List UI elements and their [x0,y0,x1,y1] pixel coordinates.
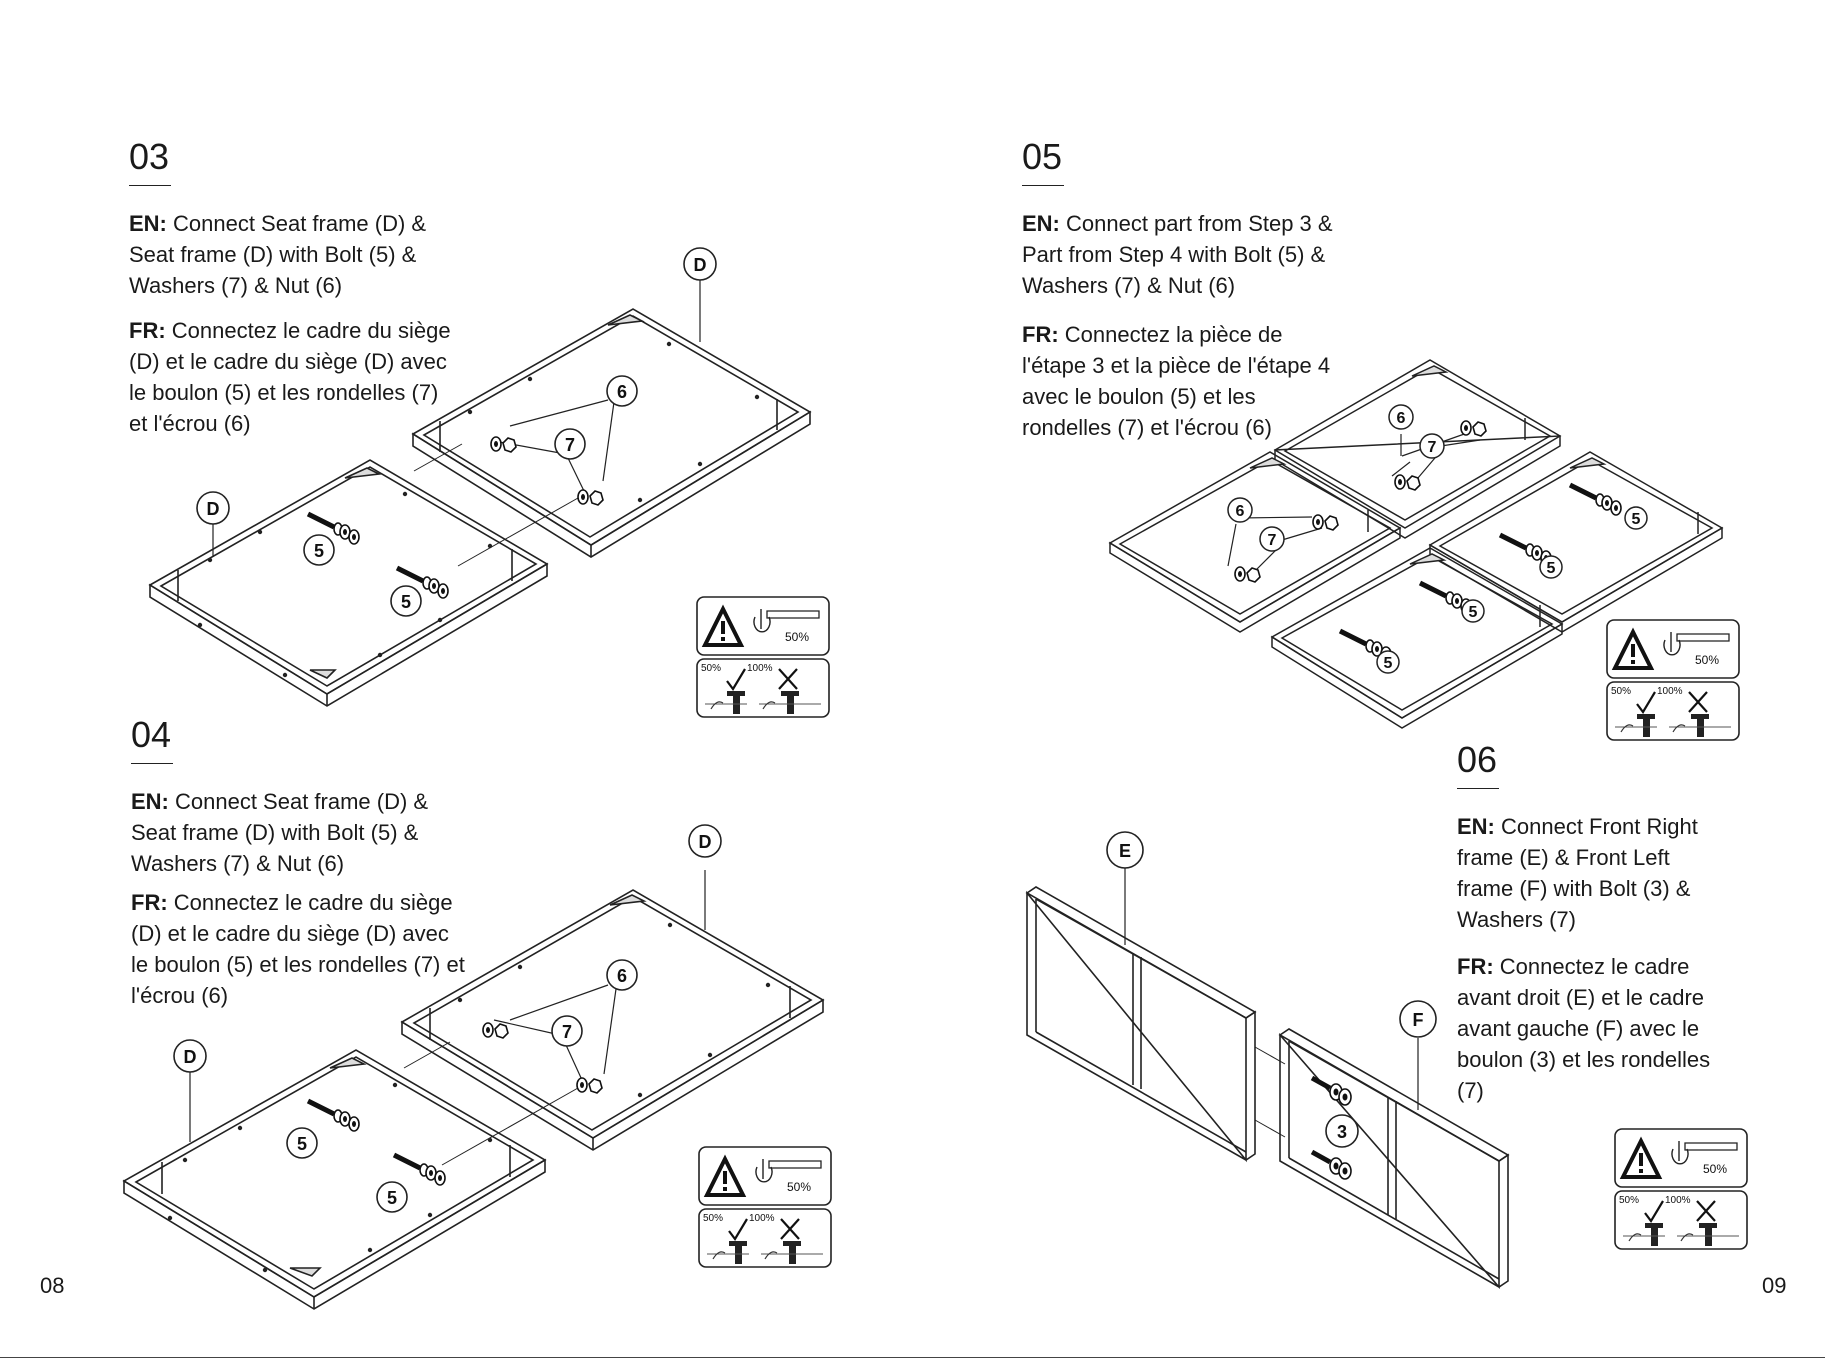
callout-d-step04-front: D [173,1039,207,1073]
callout-labels: D D 6 7 5 5 D D 6 7 5 5 6 7 6 7 5 5 5 5 … [173,247,1648,1213]
divider [131,763,173,764]
svg-text:50%: 50% [703,1213,723,1224]
callout-e-step06: E [1106,831,1144,869]
step-03: 03 EN: Connect Seat frame (D) & Seat fra… [129,137,451,453]
callout-5-step05-a: 5 [1624,506,1648,530]
svg-text:5: 5 [1469,604,1478,621]
step-number: 05 [1022,136,1063,177]
svg-text:50%: 50% [787,1180,811,1194]
svg-text:5: 5 [1384,655,1393,672]
instruction-en: EN: Connect Seat frame (D) & Seat frame … [131,789,429,876]
svg-text:100%: 100% [749,1213,775,1224]
step-06-hardware [1310,1075,1352,1180]
svg-text:5: 5 [314,541,324,561]
page-bottom-rule [0,1357,1825,1358]
svg-text:E: E [1119,841,1131,861]
torque-warning-step06: 50% 50% 100% [1613,1127,1749,1251]
callout-5-step04-a: 5 [286,1127,318,1159]
svg-text:50%: 50% [1619,1195,1639,1206]
step-number: 06 [1457,739,1498,780]
svg-text:7: 7 [565,435,575,455]
svg-text:50%: 50% [1695,653,1719,667]
callout-6-step05-b: 6 [1227,497,1253,523]
callout-f-step06: F [1399,1000,1437,1038]
step-03-diagram [148,279,812,707]
callout-5-step03-b: 5 [390,585,422,617]
svg-text:6: 6 [617,382,627,402]
dot-markers [197,341,760,678]
step-06-diagram [1025,868,1510,1290]
step-05: 05 EN: Connect part from Step 3 & Part f… [1022,137,1333,457]
svg-text:6: 6 [1236,503,1245,520]
svg-text:5: 5 [1632,511,1641,528]
svg-text:50%: 50% [1611,686,1631,697]
page-number-right: 09 [1762,1273,1787,1298]
callout-d-step03-front: D [196,491,230,525]
svg-text:100%: 100% [1657,686,1683,697]
callout-6-step03: 6 [606,375,638,407]
torque-warning-step03: 50% 50% 100% [695,595,831,719]
step-04-hardware [167,922,771,1273]
instruction-en: EN: Connect part from Step 3 & Part from… [1022,211,1333,298]
page-number-left: 08 [40,1273,65,1298]
svg-text:7: 7 [1268,532,1277,549]
svg-text:6: 6 [1397,410,1406,427]
svg-text:5: 5 [401,592,411,612]
svg-text:D: D [699,832,712,852]
callout-7-step05-a: 7 [1419,433,1445,459]
instruction-fr: FR: Connectez le cadre avant droit (E) e… [1457,954,1711,1103]
divider [1457,788,1499,789]
callout-6-step04: 6 [606,959,638,991]
callout-7-step03: 7 [554,428,586,460]
svg-text:7: 7 [562,1022,572,1042]
torque-warning-step05: 50% 50% 100% [1605,618,1741,742]
step-04: 04 EN: Connect Seat frame (D) & Seat fra… [131,715,465,1025]
svg-text:50%: 50% [701,663,721,674]
callout-6-step05-a: 6 [1388,404,1414,430]
svg-text:F: F [1413,1010,1424,1030]
svg-text:5: 5 [387,1188,397,1208]
svg-text:6: 6 [617,966,627,986]
svg-text:5: 5 [297,1134,307,1154]
svg-text:D: D [694,255,707,275]
svg-text:7: 7 [1428,439,1437,456]
step-number: 04 [131,714,172,755]
instruction-fr: FR: Connectez la pièce de l'étape 3 et l… [1022,322,1331,440]
step-06: 06 EN: Connect Front Right frame (E) & F… [1457,740,1710,1120]
callout-3-step06: 3 [1325,1114,1359,1148]
svg-text:D: D [184,1047,197,1067]
callout-5-step05-b: 5 [1539,555,1563,579]
divider [1022,185,1064,186]
instruction-fr: FR: Connectez le cadre du siège (D) et l… [131,890,465,1008]
svg-text:50%: 50% [785,630,809,644]
instruction-en: EN: Connect Front Right frame (E) & Fron… [1457,814,1698,932]
callout-5-step05-d: 5 [1376,650,1400,674]
instruction-fr: FR: Connectez le cadre du siège (D) et l… [129,318,451,436]
svg-text:3: 3 [1337,1122,1347,1142]
svg-text:100%: 100% [747,663,773,674]
callout-5-step03-a: 5 [303,534,335,566]
instruction-en: EN: Connect Seat frame (D) & Seat frame … [129,211,427,298]
callout-5-step05-c: 5 [1461,599,1485,623]
step-05-diagram [1108,359,1724,729]
step-number: 03 [129,136,170,177]
callout-7-step04: 7 [551,1015,583,1047]
callout-d-step04-back: D [688,824,722,858]
torque-warning-step04: 50% 50% 100% [697,1145,833,1269]
step-03-hardware [197,341,760,678]
callout-5-step04-b: 5 [376,1181,408,1213]
callout-7-step05-b: 7 [1259,526,1285,552]
svg-text:5: 5 [1547,560,1556,577]
svg-text:50%: 50% [1703,1162,1727,1176]
svg-text:D: D [207,499,220,519]
callout-d-step03-back: D [683,247,717,281]
step-04-diagram [122,870,825,1310]
divider [129,185,171,186]
svg-text:100%: 100% [1665,1195,1691,1206]
